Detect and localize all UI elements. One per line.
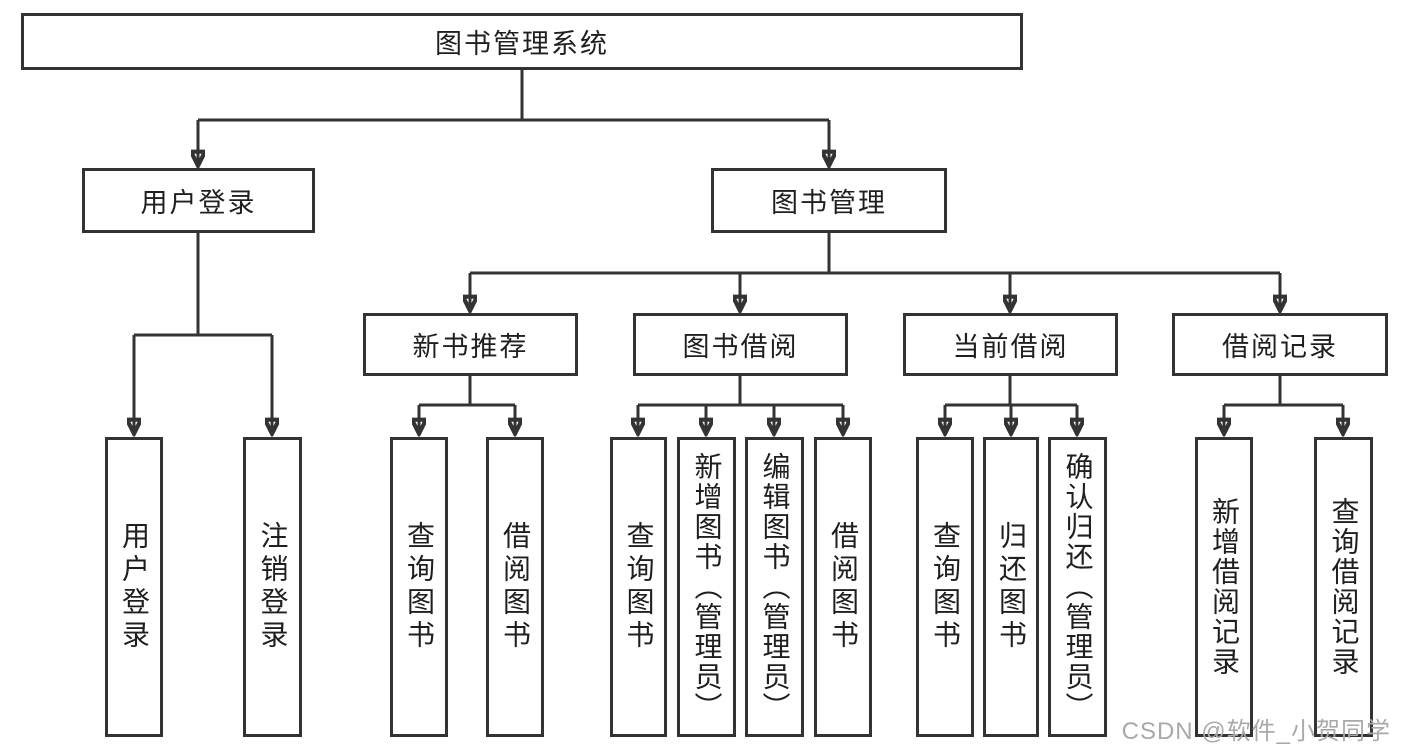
leaf-edit-books-admin-label: 编辑图书（管理员）	[759, 452, 791, 722]
leaf-borrow-books: 借阅图书	[814, 437, 872, 737]
node-new-book-recommend: 新书推荐	[363, 313, 578, 376]
leaf-user-login-label: 用户登录	[119, 521, 150, 653]
leaf-query-borrow-record: 查询借阅记录	[1314, 437, 1373, 737]
leaf-logout: 注销登录	[243, 437, 302, 737]
node-book-borrow: 图书借阅	[633, 313, 848, 376]
leaf-add-borrow-record-label: 新增借阅记录	[1209, 497, 1240, 677]
leaf-logout-label: 注销登录	[257, 521, 289, 653]
leaf-borrow-books-recommend: 借阅图书	[486, 437, 544, 737]
leaf-query-books-current-label: 查询图书	[930, 521, 961, 653]
connector-newbook-to-leaves	[419, 376, 515, 433]
node-current-borrow-label: 当前借阅	[952, 332, 1069, 362]
leaf-query-books-borrow-label: 查询图书	[623, 521, 655, 653]
leaf-query-books-recommend-label: 查询图书	[404, 521, 435, 653]
leaf-confirm-return-admin: 确认归还（管理员）	[1048, 437, 1107, 737]
node-current-borrow: 当前借阅	[903, 313, 1118, 376]
leaf-add-books-admin-label: 新增图书（管理员）	[691, 452, 723, 722]
connector-bookmgmt-to-level3	[470, 233, 1280, 310]
connector-borrowrecord-to-leaves	[1224, 376, 1343, 433]
node-book-borrow-label: 图书借阅	[682, 332, 799, 362]
node-root-label: 图书管理系统	[435, 29, 609, 59]
csdn-watermark: CSDN @软件_小贺同学	[1121, 718, 1391, 745]
node-borrow-record: 借阅记录	[1172, 313, 1388, 376]
leaf-query-books-borrow: 查询图书	[610, 437, 667, 737]
connector-root-to-level2	[198, 70, 829, 165]
node-user-login: 用户登录	[82, 168, 315, 233]
leaf-return-books-label: 归还图书	[996, 521, 1027, 653]
node-user-login-label: 用户登录	[140, 188, 257, 218]
leaf-edit-books-admin: 编辑图书（管理员）	[745, 437, 804, 737]
node-root-library-system: 图书管理系统	[21, 13, 1023, 70]
leaf-borrow-books-recommend-label: 借阅图书	[500, 521, 531, 653]
leaf-confirm-return-admin-label: 确认归还（管理员）	[1062, 452, 1094, 722]
node-book-management-label: 图书管理	[771, 188, 887, 218]
leaf-add-books-admin: 新增图书（管理员）	[677, 437, 736, 737]
leaf-query-books-current: 查询图书	[916, 437, 974, 737]
node-new-book-recommend-label: 新书推荐	[412, 332, 529, 362]
leaf-return-books: 归还图书	[983, 437, 1039, 737]
leaf-query-borrow-record-label: 查询借阅记录	[1328, 497, 1360, 677]
leaf-borrow-books-label: 借阅图书	[828, 521, 859, 653]
leaf-query-books-recommend: 查询图书	[390, 437, 448, 737]
node-book-management: 图书管理	[711, 168, 947, 233]
leaf-add-borrow-record: 新增借阅记录	[1195, 437, 1253, 737]
leaf-user-login: 用户登录	[105, 437, 163, 737]
connector-bookborrow-to-leaves	[638, 376, 843, 433]
connector-currentborrow-to-leaves	[945, 376, 1077, 433]
node-borrow-record-label: 借阅记录	[1222, 332, 1338, 362]
connector-userlogin-to-leaves	[134, 233, 272, 433]
